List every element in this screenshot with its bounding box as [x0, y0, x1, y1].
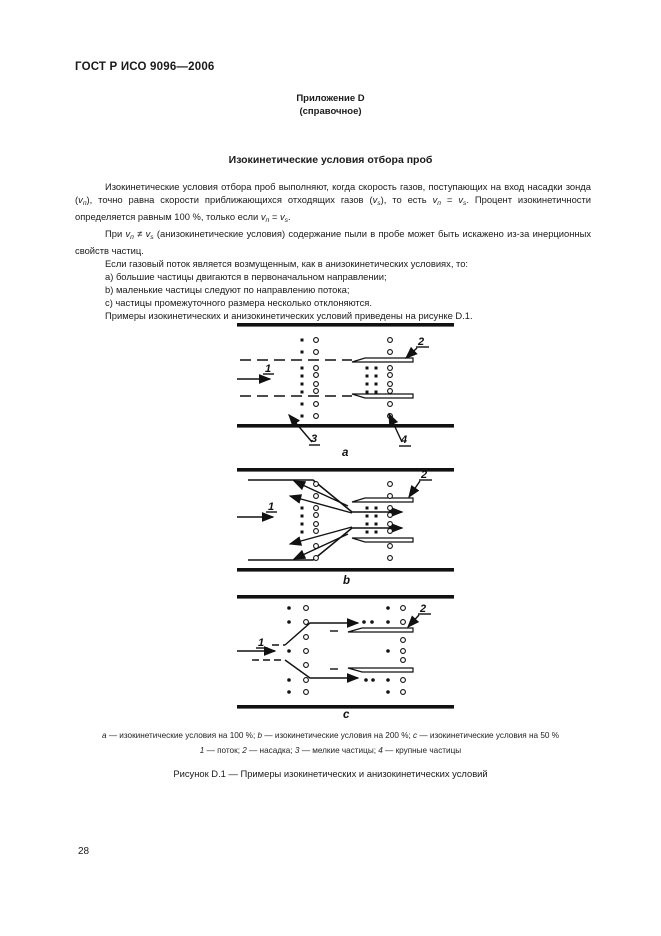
- figure-key-line-2: 1 — поток; 2 — насадка; 3 — мелкие части…: [199, 746, 462, 755]
- converging-streamlines: [248, 479, 404, 561]
- large-particles-group: [313, 481, 393, 561]
- nozzle: [351, 357, 414, 399]
- large-particles-group: [313, 337, 393, 419]
- callout-nozzle-label: 2: [417, 336, 424, 348]
- list-item-b: b) маленькие частицы следуют по направле…: [105, 284, 350, 295]
- figure-caption: Рисунок D.1 — Примеры изокинетических и …: [173, 768, 488, 779]
- duct-walls: [237, 595, 454, 709]
- figure-key-line-1: a — изокинетические условия на 100 %; b …: [101, 731, 560, 740]
- diagram-b-anisokinetic-200: 1 2 b: [237, 468, 454, 587]
- paragraph-2: При vп ≠ vs (анизокинетические условия) …: [75, 228, 592, 256]
- page-title: Изокинетические условия отбора проб: [228, 154, 433, 166]
- particle-deflection-arrows: [288, 480, 353, 560]
- diagram-b-label: b: [343, 575, 350, 587]
- callout-small-particles-label: 3: [311, 433, 317, 445]
- small-particles-group: [287, 606, 390, 694]
- document-header: ГОСТ Р ИСО 9096—2006: [75, 61, 215, 73]
- callout-leaders: [237, 613, 431, 656]
- duct-walls: [237, 323, 454, 428]
- body-text: Изокинетические условия отбора проб выпо…: [75, 180, 591, 322]
- small-particles-group: [300, 506, 378, 534]
- callout-leaders: [237, 346, 429, 447]
- callout-flow-label: 1: [265, 363, 271, 375]
- paragraph-1: Изокинетические условия отбора проб выпо…: [75, 181, 592, 224]
- callout-nozzle-label: 2: [420, 469, 427, 481]
- large-particles-group: [303, 605, 406, 695]
- paragraph-4: Примеры изокинетических и анизокинетичес…: [105, 310, 473, 321]
- small-particles-group: [300, 338, 378, 418]
- diagram-a-isokinetic-100: 1 2 3 4 a: [237, 323, 454, 459]
- annex-kind: (справочное): [299, 106, 362, 117]
- diagram-a-label: a: [342, 447, 349, 459]
- callout-large-particles-label: 4: [400, 434, 407, 446]
- streamlines-dashed: [240, 359, 352, 397]
- nozzle: [351, 497, 414, 543]
- diagram-c-label: c: [343, 709, 350, 721]
- duct-walls: [237, 468, 454, 572]
- callout-flow-label: 1: [268, 501, 274, 513]
- list-item-c: c) частицы промежуточного размера нескол…: [105, 297, 372, 308]
- callout-nozzle-label: 2: [419, 603, 426, 615]
- page-number: 28: [78, 846, 90, 857]
- callout-leaders: [237, 479, 432, 522]
- diverging-streamlines: [252, 618, 360, 683]
- diagram-c-anisokinetic-50: 1 2 c: [237, 595, 454, 721]
- annex-heading: Приложение D (справочное): [0, 92, 661, 118]
- callout-flow-label: 1: [258, 637, 264, 649]
- list-item-a: a) большие частицы двигаются в первонача…: [105, 271, 387, 282]
- annex-name: Приложение D: [296, 93, 365, 104]
- paragraph-3: Если газовый поток является возмущенным,…: [105, 258, 469, 269]
